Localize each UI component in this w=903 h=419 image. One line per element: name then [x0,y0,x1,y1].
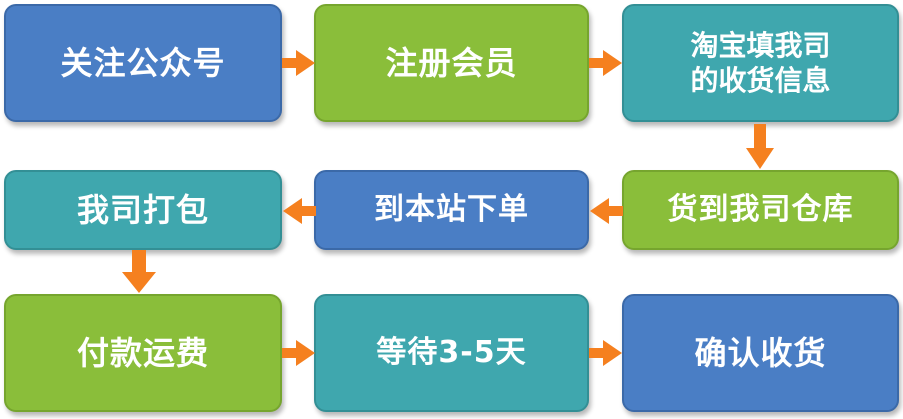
step-label: 注册会员 [385,44,518,82]
arrow-right-icon [589,340,622,366]
arrow-right-icon [589,50,622,76]
step-taobao-fill-address: 淘宝填我司 的收货信息 [622,4,899,122]
arrow-left-icon [590,198,623,224]
step-label-line1: 淘宝填我司 [690,29,831,62]
step-label: 等待3-5天 [376,335,527,371]
step-label: 确认收货 [694,334,827,372]
step-label: 关注公众号 [60,44,226,82]
step-goods-arrive-warehouse: 货到我司仓库 [622,170,899,250]
step-register-member: 注册会员 [314,4,589,122]
step-place-order: 到本站下单 [314,170,589,250]
step-confirm-receipt: 确认收货 [622,294,899,412]
arrow-right-icon [282,340,315,366]
arrow-down-icon [122,250,156,293]
step-pay-shipping: 付款运费 [4,294,282,412]
step-label: 付款运费 [76,334,209,372]
arrow-down-icon [746,124,774,169]
step-pack-goods: 我司打包 [4,170,282,250]
arrow-right-icon [282,50,315,76]
step-label: 货到我司仓库 [667,192,854,228]
step-wait-3-5-days: 等待3-5天 [314,294,589,412]
step-label: 我司打包 [76,191,209,229]
step-follow-account: 关注公众号 [4,4,282,122]
step-label-line2: 的收货信息 [690,64,831,97]
step-label: 到本站下单 [374,192,529,228]
arrow-left-icon [283,198,316,224]
